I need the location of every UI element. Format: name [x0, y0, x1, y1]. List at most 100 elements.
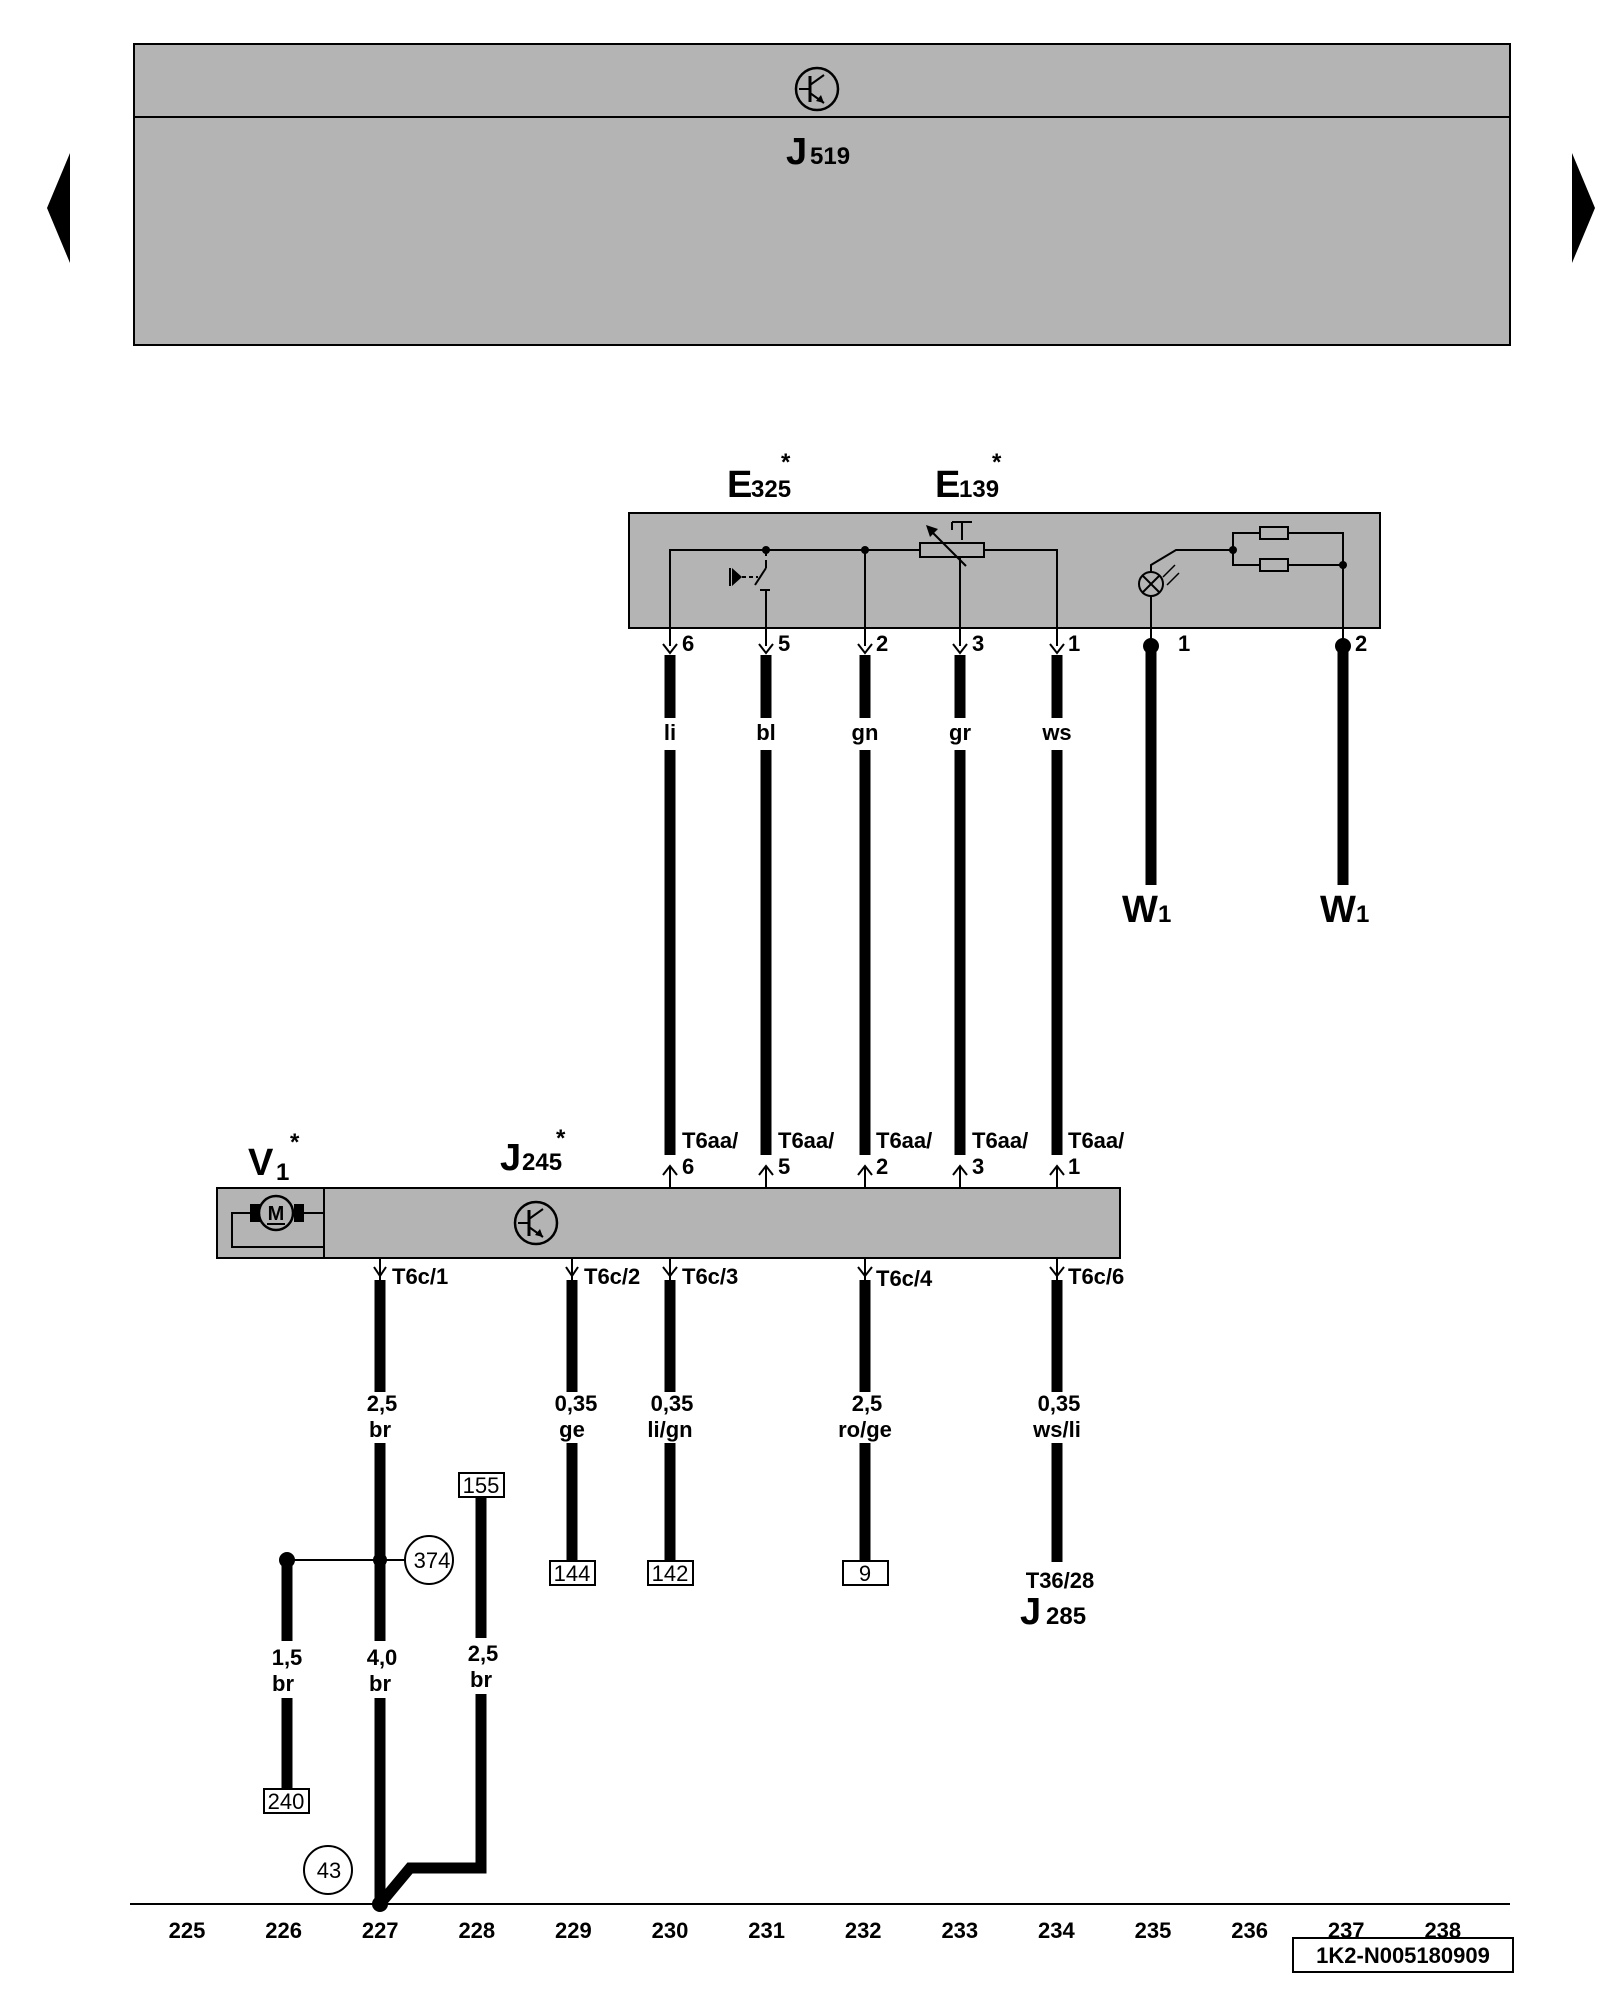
- j245-label: J: [500, 1137, 521, 1179]
- wire-size-label: 0,35: [555, 1391, 598, 1416]
- pushbutton-switch-icon: [729, 560, 770, 646]
- connector-label: T6aa/: [778, 1128, 834, 1153]
- pin-label: 1: [1178, 631, 1190, 656]
- column-number: 236: [1231, 1918, 1268, 1943]
- e325-label: E: [727, 464, 752, 506]
- ref-142-text: 142: [652, 1561, 689, 1586]
- e139-label: E: [935, 464, 960, 506]
- ref-box-240: [263, 1788, 310, 1814]
- j285-subscript: 285: [1046, 1603, 1086, 1630]
- connector-label: T6aa/: [1068, 1128, 1124, 1153]
- wire-color-label: li/gn: [647, 1417, 692, 1442]
- ref-240-text: 240: [268, 1789, 305, 1814]
- resistor-icon: [1259, 526, 1289, 540]
- ref-43-text: 43: [317, 1858, 341, 1883]
- pin-label: 2: [1355, 631, 1367, 656]
- wire-color-label: ro/ge: [838, 1417, 892, 1442]
- wire-size-label: 0,35: [651, 1391, 694, 1416]
- wire-size-label: 0,35: [1038, 1391, 1081, 1416]
- column-number: 229: [555, 1918, 592, 1943]
- pin-label: 3: [972, 631, 984, 656]
- ref-155-text: 155: [463, 1473, 500, 1498]
- column-number: 228: [458, 1918, 495, 1943]
- wire-color-label: br: [369, 1671, 391, 1696]
- connector-label: T6aa/: [876, 1128, 932, 1153]
- column-number: 230: [652, 1918, 689, 1943]
- column-number: 233: [941, 1918, 978, 1943]
- column-number: 232: [845, 1918, 882, 1943]
- diagram-id-box: [1292, 1937, 1514, 1973]
- j245-asterisk: *: [556, 1125, 566, 1152]
- w1-subscript: 1: [1356, 901, 1369, 928]
- j285-reference: T36/28 J 285: [1020, 1568, 1094, 1633]
- column-number: 226: [265, 1918, 302, 1943]
- wire-color-label: gr: [949, 720, 971, 745]
- resistor-icon: [1259, 558, 1289, 572]
- wire-color-label: br: [470, 1667, 492, 1692]
- connector-label: T6aa/: [682, 1128, 738, 1153]
- column-number: 225: [169, 1918, 206, 1943]
- wire-color-label: bl: [756, 720, 776, 745]
- pin-label: 5: [778, 631, 790, 656]
- connector-label: T6c/2: [584, 1264, 640, 1289]
- motor-symbol-label: M: [268, 1203, 285, 1225]
- ref-circle-43: [303, 1845, 353, 1895]
- transistor-icon: [513, 1200, 559, 1246]
- connector-label: T6c/6: [1068, 1264, 1124, 1289]
- rheostat-icon: [919, 521, 985, 646]
- wire-color-label: br: [369, 1417, 391, 1442]
- v1-subscript: 1: [276, 1159, 289, 1186]
- ref-144-text: 144: [554, 1561, 591, 1586]
- ref-9-text: 9: [859, 1561, 871, 1586]
- switch-assembly-e325-e139: E 325 * E 139 *: [628, 449, 1381, 656]
- j519-label: J: [786, 131, 807, 173]
- e325-asterisk: *: [781, 449, 791, 476]
- wire-size-label: 4,0: [367, 1645, 398, 1670]
- lower-wires: 2,5 br 0,35 ge 0,35 li/gn 2,5 ro/ge 0,35…: [272, 1280, 1081, 1912]
- prev-page-arrow-icon[interactable]: [47, 153, 70, 263]
- connector-pin: 5: [778, 1154, 790, 1179]
- reference-markers: 155 144 142 9 240 374 43: [263, 1472, 889, 1895]
- diagram-id: 1K2-N005180909: [1316, 1943, 1490, 1968]
- connector-label: T6c/3: [682, 1264, 738, 1289]
- e325-subscript: 325: [751, 476, 791, 503]
- connector-pin: 3: [972, 1154, 984, 1179]
- ref-box-9: [842, 1560, 889, 1586]
- w1-subscript: 1: [1158, 901, 1171, 928]
- sunroof-motor-unit-j245: V 1 * J 245 * M: [216, 1125, 1121, 1259]
- j245-subscript: 245: [522, 1149, 562, 1176]
- lower-connectors: T6c/1 T6c/2 T6c/3 T6c/4 T6c/6: [373, 1258, 1124, 1291]
- next-page-arrow-icon[interactable]: [1572, 153, 1595, 263]
- switch-wires: li bl gn gr ws W 1 W 1 T6aa/ 6 T6aa/ 5 T…: [662, 638, 1369, 1188]
- wire-size-label: 2,5: [468, 1641, 499, 1666]
- pin-label: 2: [876, 631, 888, 656]
- connector-label: T6aa/: [972, 1128, 1028, 1153]
- wire-color-label: br: [272, 1671, 294, 1696]
- wire-color-label: gn: [852, 720, 879, 745]
- wire-size-label: 1,5: [272, 1645, 303, 1670]
- connector-pin: 2: [876, 1154, 888, 1179]
- connector-label: T6c/4: [876, 1266, 933, 1291]
- pin-label: 6: [682, 631, 694, 656]
- ref-circle-374: [404, 1535, 454, 1585]
- w1-label: W: [1320, 889, 1356, 931]
- wire-size-label: 2,5: [367, 1391, 398, 1416]
- column-number: 234: [1038, 1918, 1075, 1943]
- motor-icon: M: [231, 1194, 324, 1248]
- wire-color-label: li: [664, 720, 676, 745]
- ref-374-text: 374: [414, 1548, 451, 1573]
- wire-color-label: ge: [559, 1417, 585, 1442]
- j519-subscript: 519: [810, 143, 850, 170]
- ref-box-144: [549, 1560, 596, 1586]
- column-number: 227: [362, 1918, 399, 1943]
- column-number: 231: [748, 1918, 785, 1943]
- column-number: 235: [1135, 1918, 1172, 1943]
- e139-asterisk: *: [992, 449, 1002, 476]
- e139-subscript: 139: [959, 476, 999, 503]
- w1-label: W: [1122, 889, 1158, 931]
- ref-box-155: [458, 1472, 505, 1498]
- wire-color-label: ws: [1041, 720, 1071, 745]
- control-unit-j519: J 519: [133, 43, 1511, 346]
